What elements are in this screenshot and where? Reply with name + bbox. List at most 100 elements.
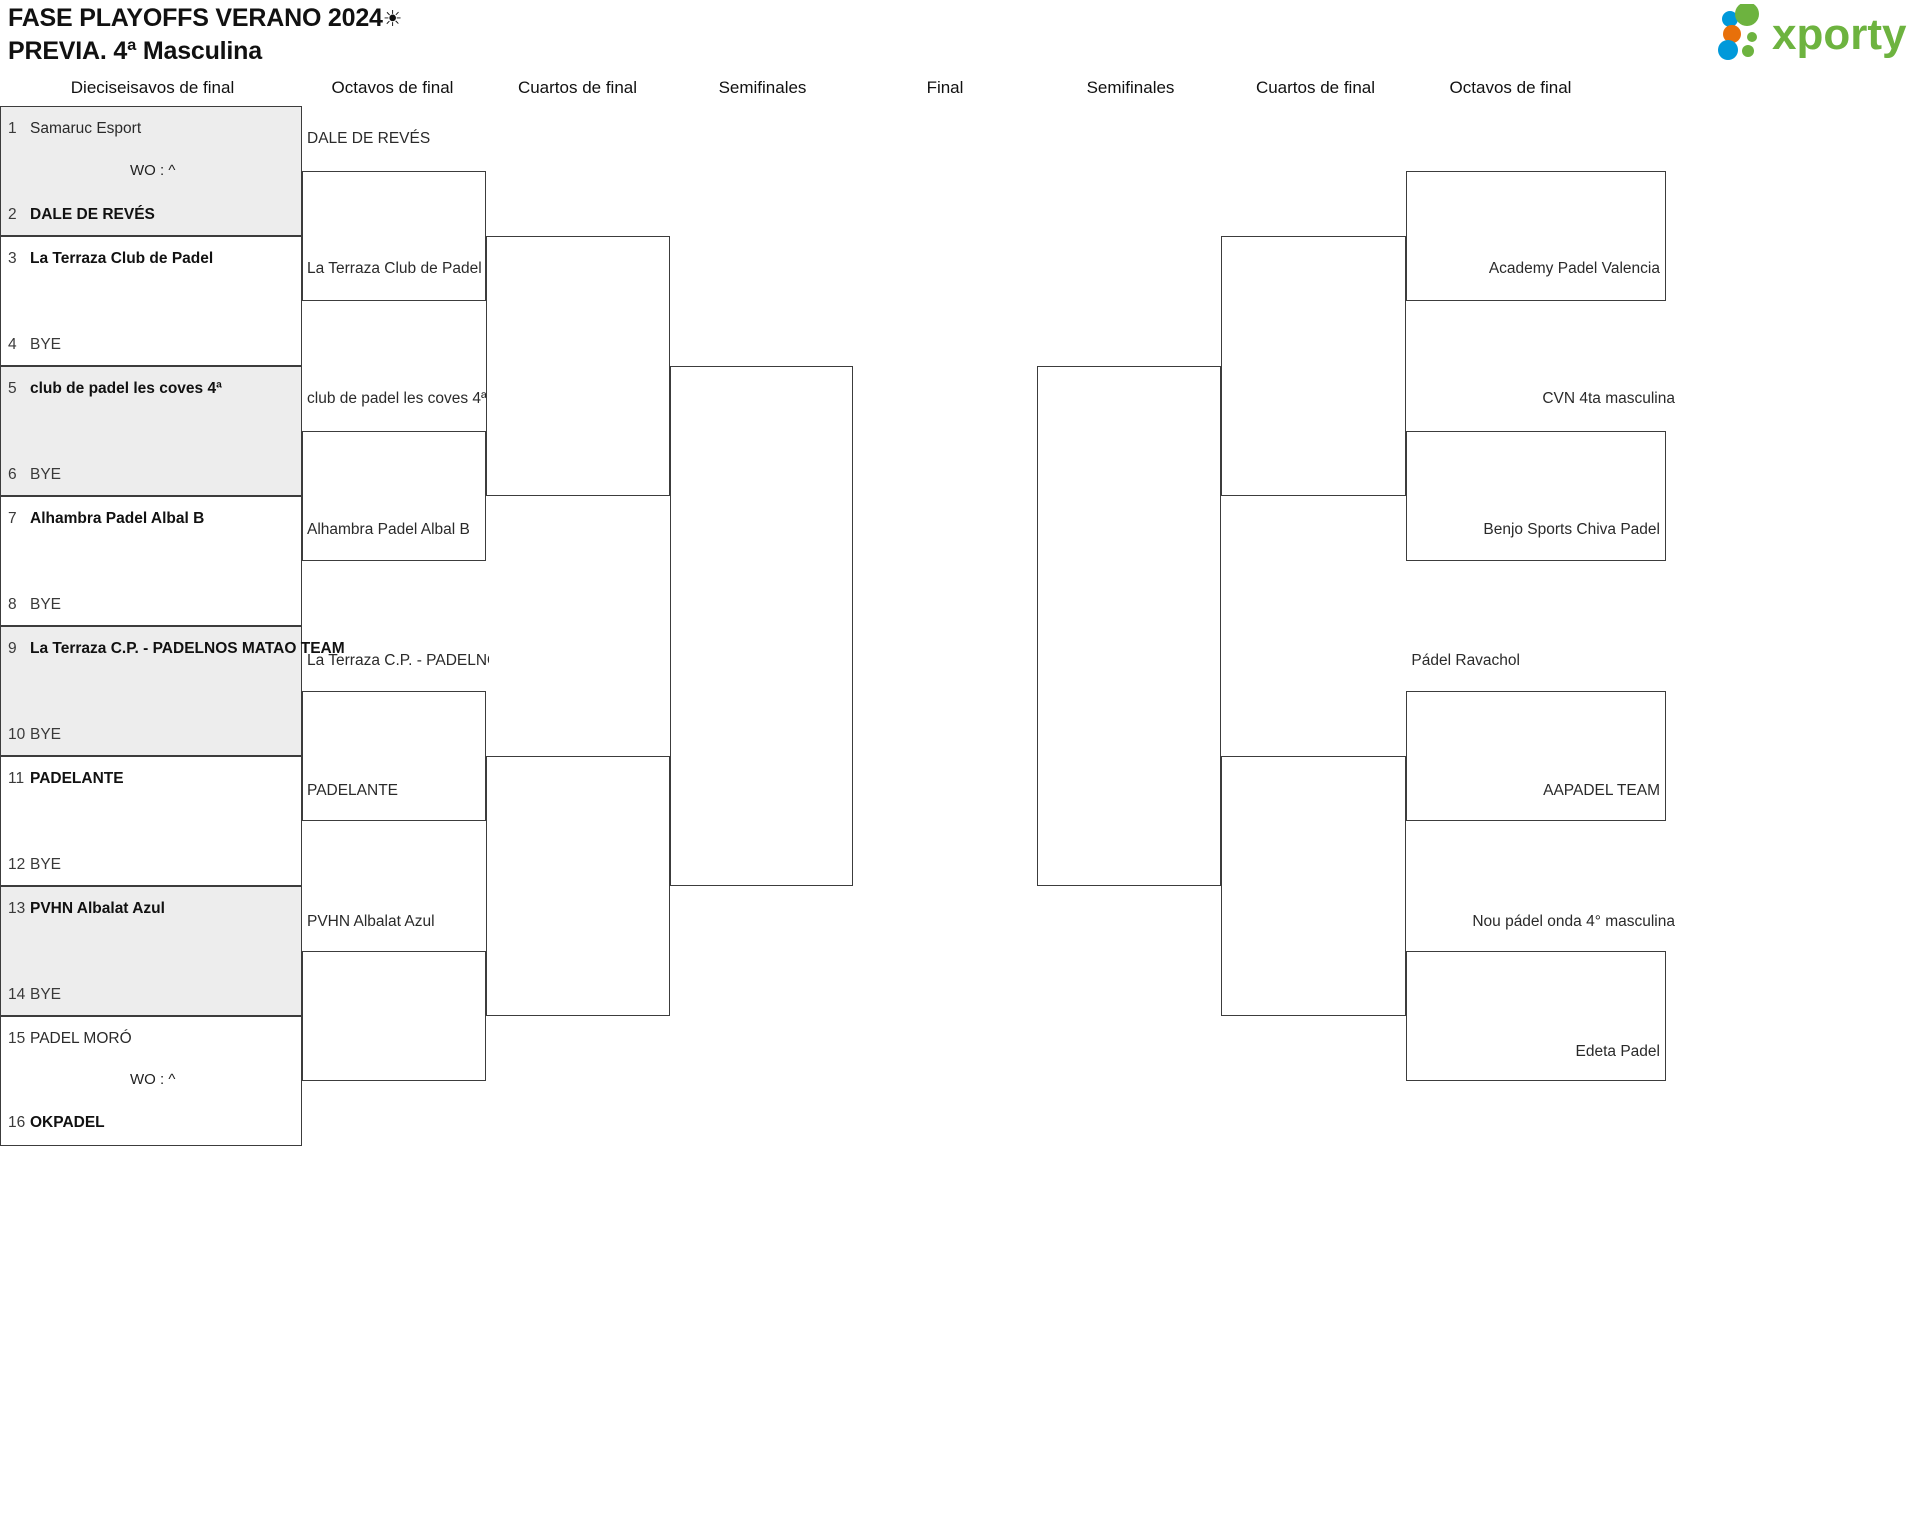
seed-number: 11 <box>8 770 25 787</box>
seed-number: 15 <box>8 1030 26 1047</box>
team-name: Alhambra Padel Albal B <box>30 510 205 527</box>
r16-match-2[interactable] <box>0 236 302 366</box>
r16-match-8[interactable] <box>0 1016 302 1146</box>
round-header-3: Semifinales <box>718 78 807 97</box>
octavos-box-1[interactable] <box>302 171 486 301</box>
seed-number: 16 <box>8 1114 26 1131</box>
seed-number: 3 <box>8 250 17 267</box>
r16-score-8: WO : ^ <box>130 1071 176 1088</box>
r16-row-4: 4 BYE <box>8 336 61 354</box>
seed-number: 14 <box>8 986 26 1003</box>
round-header-4: Final <box>926 78 964 97</box>
r16-match-3[interactable] <box>0 366 302 496</box>
octavos-label-7: PVHN Albalat Azul <box>307 913 435 930</box>
octavos-label-right-2: Benjo Sports Chiva Padel <box>1483 521 1660 538</box>
cuartos-label-right-2: Nou pádel onda 4° masculina <box>1472 913 1675 930</box>
team-name: PVHN Albalat Azul <box>30 900 165 917</box>
seed-number: 4 <box>8 336 17 353</box>
team-name: BYE <box>30 726 62 743</box>
team-name: DALE DE REVÉS <box>30 206 155 223</box>
semifinal-box-right[interactable] <box>1037 366 1221 886</box>
logo-wordmark: xporty <box>1772 10 1907 59</box>
cuartos-box-right-2[interactable] <box>1221 756 1406 1016</box>
cuartos-box-left-2[interactable] <box>486 756 670 1016</box>
r16-match-5[interactable] <box>0 626 302 756</box>
seed-number: 13 <box>8 900 26 917</box>
round-header-1: Octavos de final <box>331 78 454 97</box>
r16-match-6[interactable] <box>0 756 302 886</box>
page-title: FASE PLAYOFFS VERANO 2024☀ PREVIA. 4ª Ma… <box>8 2 908 68</box>
round-header-7: Octavos de final <box>1449 78 1572 97</box>
r16-match-7[interactable] <box>0 886 302 1016</box>
cuartos-box-left-1[interactable] <box>486 236 670 496</box>
r16-row-11: 11 PADELANTE <box>8 770 124 788</box>
team-name: OKPADEL <box>30 1114 105 1131</box>
round-header-5: Semifinales <box>1086 78 1175 97</box>
team-name: club de padel les coves 4ª <box>30 380 222 397</box>
team-name: BYE <box>30 336 62 353</box>
octavos-label-5: La Terraza C.P. - PADELNOS MATAO TEAM <box>307 652 489 669</box>
octavos-box-right-1[interactable] <box>1406 171 1666 301</box>
octavos-box-3[interactable] <box>302 691 486 821</box>
team-name: PADELANTE <box>30 770 124 787</box>
cuartos-box-right-1[interactable] <box>1221 236 1406 496</box>
octavos-box-right-2[interactable] <box>1406 431 1666 561</box>
r16-row-3: 3 La Terraza Club de Padel <box>8 250 213 268</box>
r16-match-4[interactable] <box>0 496 302 626</box>
seed-number: 9 <box>8 640 17 657</box>
seed-number: 2 <box>8 206 17 223</box>
r16-score-1: WO : ^ <box>130 162 176 179</box>
octavos-box-right-3[interactable] <box>1406 691 1666 821</box>
xporty-logo[interactable]: xporty <box>1702 4 1920 62</box>
team-name: BYE <box>30 466 62 483</box>
team-name: La Terraza C.P. - PADELNOS MATAO TEAM <box>30 640 345 657</box>
seed-number: 1 <box>8 120 17 137</box>
seed-number: 12 <box>8 856 26 873</box>
title-line-2: PREVIA. 4ª Masculina <box>8 37 262 65</box>
logo-dots-icon <box>1718 4 1759 60</box>
octavos-label-right-1: Academy Padel Valencia <box>1488 260 1660 277</box>
r16-row-1: 1 Samaruc Esport <box>8 120 141 138</box>
team-name: BYE <box>30 596 62 613</box>
seed-number: 5 <box>8 380 17 397</box>
octavos-label-3: club de padel les coves 4ª <box>307 390 487 407</box>
octavos-label-right-4: Edeta Padel <box>1575 1043 1660 1060</box>
r16-row-2: 2 DALE DE REVÉS <box>8 206 155 224</box>
r16-row-5: 5 club de padel les coves 4ª <box>8 380 222 398</box>
seed-number: 8 <box>8 596 17 613</box>
octavos-box-4[interactable] <box>302 951 486 1081</box>
r16-row-6: 6 BYE <box>8 466 61 484</box>
semifinal-box-left[interactable] <box>670 366 853 886</box>
r16-row-9: 9 La Terraza C.P. - PADELNOS MATAO TEAM <box>8 640 345 658</box>
octavos-label-2: La Terraza Club de Padel <box>307 260 482 277</box>
team-name: PADEL MORÓ <box>30 1030 132 1047</box>
r16-match-1[interactable] <box>0 106 302 236</box>
r16-row-8: 8 BYE <box>8 596 61 614</box>
seed-number: 10 <box>8 726 26 743</box>
octavos-label-1: DALE DE REVÉS <box>307 130 431 147</box>
team-name: BYE <box>30 986 62 1003</box>
octavos-box-right-4[interactable] <box>1406 951 1666 1081</box>
seed-number: 7 <box>8 510 17 527</box>
cuartos-label-right-1: CVN 4ta masculina <box>1542 390 1675 407</box>
octavos-label-right-3: AAPADEL TEAM <box>1543 782 1660 799</box>
octavos-label-6: PADELANTE <box>307 782 399 799</box>
seed-number: 6 <box>8 466 17 483</box>
team-name: La Terraza Club de Padel <box>30 250 214 267</box>
round-header-2: Cuartos de final <box>517 78 638 97</box>
r16-row-7: 7 Alhambra Padel Albal B <box>8 510 204 528</box>
octavos-box-2[interactable] <box>302 431 486 561</box>
title-line-1: FASE PLAYOFFS VERANO 2024☀ <box>8 2 908 35</box>
team-name: Samaruc Esport <box>30 120 142 137</box>
round-header-0: Dieciseisavos de final <box>70 78 235 97</box>
round-header-6: Cuartos de final <box>1255 78 1376 97</box>
title-text-1: FASE PLAYOFFS VERANO 2024 <box>8 4 383 32</box>
team-name: BYE <box>30 856 62 873</box>
